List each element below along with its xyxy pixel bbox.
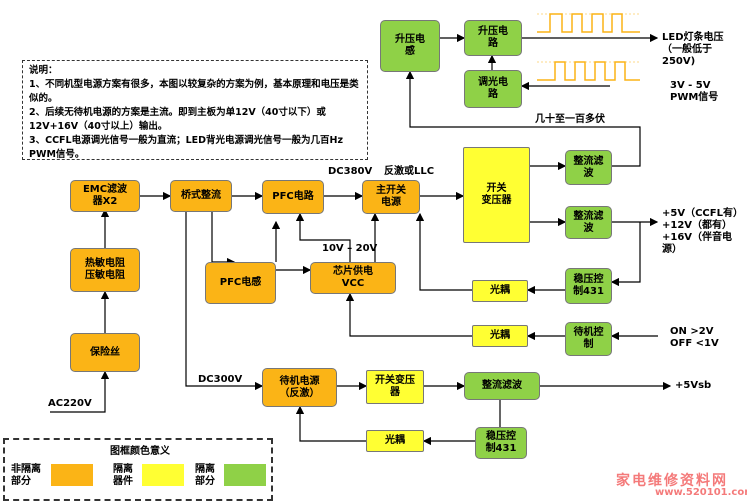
on-off-label: ON >2V OFF <1V bbox=[670, 326, 719, 349]
watermark-text: 家电维修资料网 bbox=[616, 473, 728, 489]
legend-non-isolated-label: 非隔离 部分 bbox=[11, 464, 41, 487]
main-outputs-label: +5V（CCFL有） +12V（都有） +16V（伴音电源） bbox=[662, 208, 743, 255]
chip-vcc-block: 芯片供电 VCC bbox=[310, 262, 396, 294]
standby-optocoupler-block: 光耦 bbox=[366, 430, 424, 452]
optocoupler-2-block: 光耦 bbox=[472, 325, 528, 347]
note-title: 说明： bbox=[29, 65, 58, 76]
legend-orange-swatch bbox=[51, 464, 93, 486]
explanation-note: 说明： 1、不同机型电源方案有很多，本图以较复杂的方案为例，基本原理和电压是类似… bbox=[22, 60, 368, 160]
color-legend: 图框颜色意义 非隔离 部分 隔离 器件 隔离 部分 bbox=[3, 438, 273, 501]
switching-transformer-block: 开关 变压器 bbox=[463, 147, 530, 243]
rectifier-filter-2-block: 整流滤 波 bbox=[565, 206, 612, 239]
vsb-output-label: +5Vsb bbox=[675, 380, 712, 391]
boost-circuit-block: 升压电 路 bbox=[464, 20, 522, 56]
dc380-label: DC380V bbox=[328, 166, 373, 177]
dozens-volts-label: 几十至一百多伏 bbox=[535, 114, 605, 125]
rectifier-filter-1-block: 整流滤 波 bbox=[565, 150, 612, 185]
standby-power-block: 待机电源 （反激） bbox=[262, 368, 337, 407]
regulator-431-block: 稳压控 制431 bbox=[565, 268, 612, 304]
ac220-label: AC220V bbox=[48, 398, 92, 409]
legend-isolated-label: 隔离 部分 bbox=[195, 464, 215, 487]
pfc-inductor-block: PFC电感 bbox=[205, 262, 276, 304]
thermistor-block: 热敏电阻 压敏电阻 bbox=[70, 248, 140, 292]
vcc-range-label: 10V – 20V bbox=[322, 243, 378, 254]
note-line-1: 1、不同机型电源方案有很多，本图以较复杂的方案为例，基本原理和电压是类似的。 bbox=[29, 79, 359, 104]
standby-control-block: 待机控 制 bbox=[565, 322, 612, 356]
bridge-rectifier-block: 桥式整流 bbox=[170, 180, 232, 212]
boost-inductor-block: 升压电 感 bbox=[380, 20, 440, 72]
legend-green-swatch bbox=[224, 464, 266, 486]
dc300-label: DC300V bbox=[198, 374, 243, 385]
watermark-url: www.520101.com bbox=[655, 487, 747, 498]
standby-regulator-block: 稳压控 制431 bbox=[475, 427, 527, 459]
standby-transformer-block: 开关变压 器 bbox=[366, 370, 424, 404]
dimming-circuit-block: 调光电 路 bbox=[464, 70, 522, 108]
note-line-2: 2、后续无待机电源的方案是主流。即到主板为单12V（40寸以下）或12V+16V… bbox=[29, 107, 326, 132]
legend-isolation-device-label: 隔离 器件 bbox=[113, 464, 133, 487]
flyback-llc-label: 反激或LLC bbox=[384, 166, 435, 177]
main-switch-power-block: 主开关 电源 bbox=[362, 180, 420, 214]
legend-title: 图框颜色意义 bbox=[110, 446, 170, 457]
emc-filter-block: EMC滤波 器X2 bbox=[70, 180, 140, 212]
note-line-3: 3、CCFL电源调光信号一般为直流；LED背光电源调光信号一般为几百Hz PWM… bbox=[29, 135, 344, 160]
optocoupler-1-block: 光耦 bbox=[472, 280, 528, 302]
standby-rectifier-block: 整流滤波 bbox=[464, 372, 540, 400]
led-output-label: LED灯条电压 （一般低于 250V) bbox=[662, 32, 724, 67]
legend-yellow-swatch bbox=[142, 464, 184, 486]
fuse-block: 保险丝 bbox=[70, 333, 140, 372]
pfc-circuit-block: PFC电路 bbox=[262, 180, 324, 214]
pwm-signal-label: 3V - 5V PWM信号 bbox=[670, 80, 719, 103]
